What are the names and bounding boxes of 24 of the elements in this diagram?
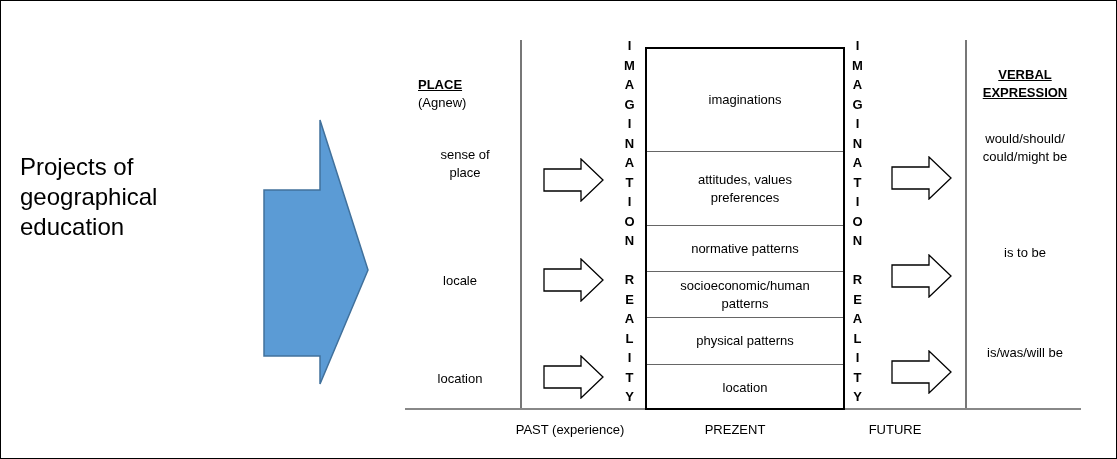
vertical-label: IMAGINATION <box>624 37 635 250</box>
layer-cell: attitudes, values preferences <box>647 151 843 225</box>
layer-cell: location <box>647 364 843 410</box>
text-label: (Agnew) <box>418 94 468 112</box>
layer-cell: imaginations <box>647 49 843 151</box>
text-label: PAST (experience) <box>514 421 626 439</box>
column-heading: PLACE <box>418 76 464 94</box>
vertical-label: IMAGINATION <box>852 37 863 250</box>
vertical-label: REALITY <box>624 271 635 406</box>
layer-cell: normative patterns <box>647 225 843 271</box>
text-label: is/was/will be <box>986 344 1064 362</box>
layer-cell: socioeconomic/human patterns <box>647 271 843 317</box>
stack-box <box>645 47 845 410</box>
vertical-label: REALITY <box>852 271 863 406</box>
column-heading: VERBAL EXPRESSION <box>981 66 1069 102</box>
text-label: is to be <box>1003 244 1047 262</box>
text-label: location <box>436 370 484 388</box>
text-label: FUTURE <box>867 421 923 439</box>
title-text: Projects of geographical education <box>20 152 159 242</box>
layer-cell: physical patterns <box>647 317 843 364</box>
text-label: locale <box>442 272 478 290</box>
text-label: sense of place <box>439 146 491 182</box>
text-label: PREZENT <box>703 421 767 439</box>
text-label: would/should/ could/might be <box>981 130 1069 166</box>
